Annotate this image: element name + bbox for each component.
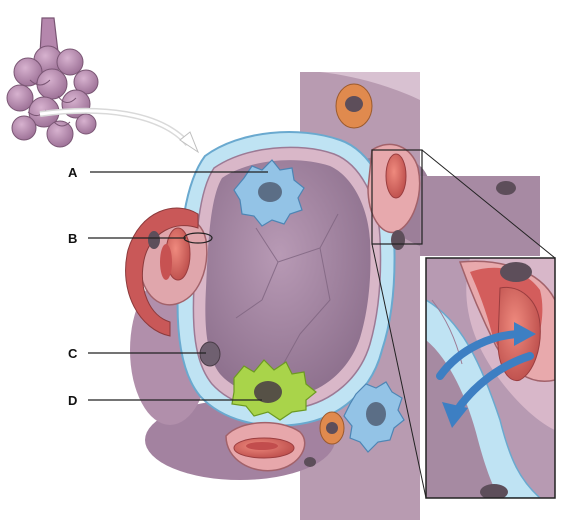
label-a: A (68, 165, 78, 180)
label-b: B (68, 231, 77, 246)
label-d: D (68, 393, 77, 408)
alveolar-sac-icon (6, 17, 99, 148)
label-a-group: A (68, 165, 268, 180)
zoom-box (371, 149, 556, 499)
diffusion-arrows-icon (436, 322, 536, 428)
alveolus-section (125, 72, 540, 520)
label-c-group: C (68, 346, 206, 361)
inset-magnified-view (425, 257, 556, 499)
zoom-pointer-arrow (39, 107, 200, 154)
label-b-group: B (68, 231, 186, 246)
label-c: C (68, 346, 78, 361)
label-d-group: D (68, 393, 262, 408)
